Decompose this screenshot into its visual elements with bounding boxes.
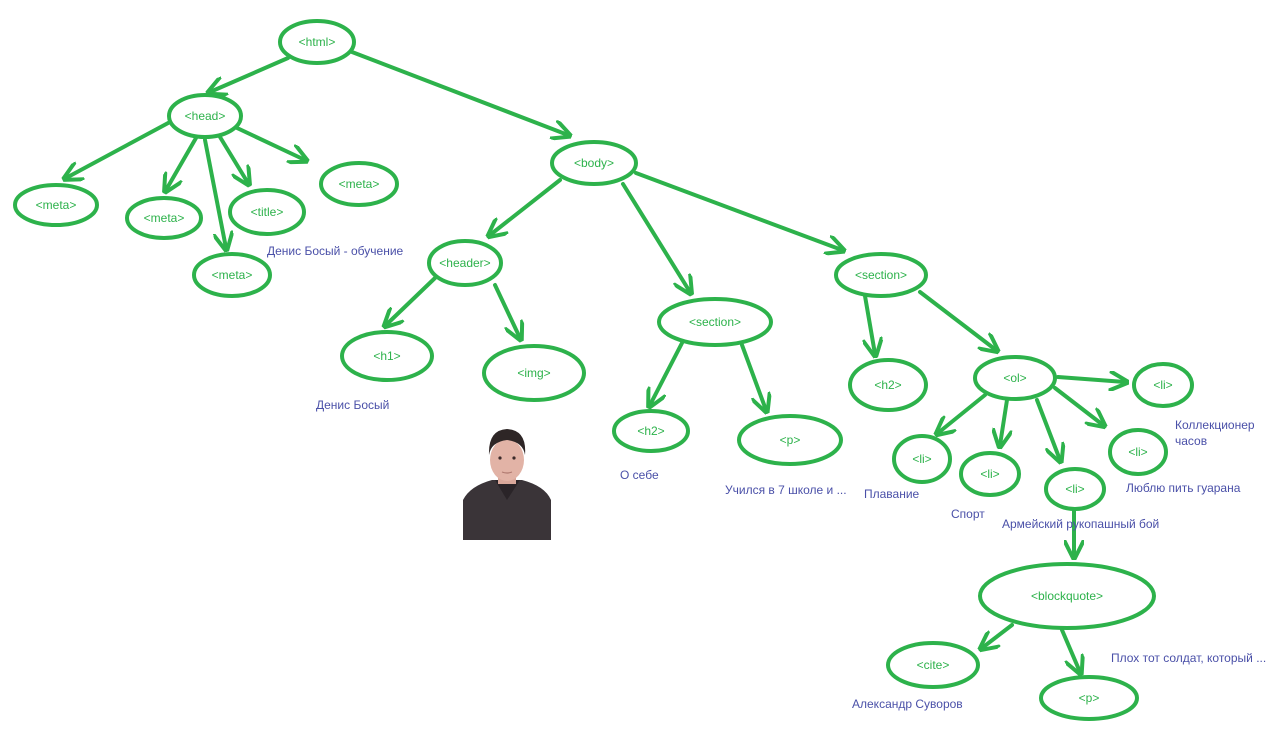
node-label: <section> xyxy=(689,315,741,329)
note-about-h2-text: О себе xyxy=(620,468,659,482)
edge-head-meta1 xyxy=(66,120,172,178)
node-label: <h1> xyxy=(373,349,400,363)
node-img: <img> xyxy=(482,344,586,402)
node-h2-hobby: <h2> xyxy=(848,358,928,412)
edge-head-meta2 xyxy=(166,136,198,190)
note-cite-text: Александр Суворов xyxy=(852,697,963,711)
note-li-watches-text-line2: часов xyxy=(1175,434,1207,448)
edge-section-hobby-h2 xyxy=(865,294,875,354)
node-label: <title> xyxy=(251,205,284,219)
edge-section-about-h2 xyxy=(650,341,684,405)
node-label: <li> xyxy=(1153,378,1172,392)
node-label: <section> xyxy=(855,268,907,282)
edge-body-section-about xyxy=(621,182,690,292)
edge-head-meta4 xyxy=(235,126,305,160)
note-quote-text: Плох тот солдат, который ... xyxy=(1111,651,1266,665)
node-h1: <h1> xyxy=(340,330,434,382)
edge-header-img xyxy=(493,283,520,338)
node-label: <p> xyxy=(780,433,801,447)
node-p-quote: <p> xyxy=(1039,675,1139,721)
node-section-about: <section> xyxy=(657,297,773,347)
node-label: <cite> xyxy=(917,658,950,672)
node-label: <li> xyxy=(1065,482,1084,496)
node-meta-1: <meta> xyxy=(13,183,99,227)
node-label: <header> xyxy=(439,256,490,270)
node-li-watches: <li> xyxy=(1132,362,1194,408)
note-li-sport-text: Спорт xyxy=(951,507,985,521)
node-label: <li> xyxy=(980,467,999,481)
edge-ol-li-sport xyxy=(1000,398,1007,445)
node-meta-4: <meta> xyxy=(319,161,399,207)
node-body: <body> xyxy=(550,140,638,186)
note-li-guarana-text: Люблю пить гуарана xyxy=(1126,481,1241,495)
edge-blockquote-cite xyxy=(982,623,1014,648)
edge-body-section-hobby xyxy=(634,171,842,250)
edge-html-body xyxy=(350,50,568,135)
edge-head-meta3 xyxy=(203,138,226,248)
node-p-about: <p> xyxy=(737,414,843,466)
node-label: <img> xyxy=(517,366,550,380)
portrait-photo xyxy=(463,427,551,540)
node-label: <h2> xyxy=(637,424,664,438)
notes: Денис Босый - обучение Денис Босый О себ… xyxy=(267,244,1266,711)
node-header: <header> xyxy=(427,239,503,287)
node-blockquote: <blockquote> xyxy=(978,562,1156,630)
edge-ol-li-swimming xyxy=(938,393,987,433)
edge-header-h1 xyxy=(386,276,437,325)
note-about-p-text: Учился в 7 школе и ... xyxy=(725,483,847,497)
node-meta-3: <meta> xyxy=(192,252,272,298)
node-label: <blockquote> xyxy=(1031,589,1103,603)
node-title: <title> xyxy=(228,188,306,236)
node-label: <head> xyxy=(185,109,226,123)
node-h2-about: <h2> xyxy=(612,409,690,453)
edge-ol-li-army xyxy=(1035,398,1060,460)
node-head: <head> xyxy=(167,93,243,139)
node-ol: <ol> xyxy=(973,355,1057,401)
node-label: <meta> xyxy=(212,268,253,282)
node-label: <p> xyxy=(1079,691,1100,705)
node-label: <body> xyxy=(574,156,614,170)
edges xyxy=(66,50,1125,672)
node-label: <html> xyxy=(299,35,336,49)
note-li-swimming-text: Плавание xyxy=(864,487,920,501)
node-label: <li> xyxy=(912,452,931,466)
node-label: <li> xyxy=(1128,445,1147,459)
edge-body-header xyxy=(490,178,562,235)
node-li-guarana: <li> xyxy=(1108,428,1168,476)
edge-blockquote-p xyxy=(1060,628,1080,672)
node-meta-2: <meta> xyxy=(125,196,203,240)
edge-ol-li-watches xyxy=(1056,377,1125,382)
note-li-army-text: Армейский рукопашный бой xyxy=(1002,517,1159,531)
node-label: <meta> xyxy=(36,198,77,212)
edge-section-hobby-ol xyxy=(918,290,996,350)
node-label: <meta> xyxy=(339,177,380,191)
node-label: <ol> xyxy=(1003,371,1026,385)
edge-html-head xyxy=(210,56,290,92)
note-h1-text: Денис Босый xyxy=(316,398,389,412)
edge-ol-li-guarana xyxy=(1053,386,1103,425)
node-li-swimming: <li> xyxy=(892,434,952,484)
node-li-army: <li> xyxy=(1044,467,1106,511)
edge-head-title xyxy=(218,135,248,183)
note-li-watches-text-line1: Коллекционер xyxy=(1175,418,1255,432)
edge-section-about-p xyxy=(740,343,766,410)
note-title-text: Денис Босый - обучение xyxy=(267,244,404,258)
node-html: <html> xyxy=(278,19,356,65)
node-label: <meta> xyxy=(144,211,185,225)
node-li-sport: <li> xyxy=(959,451,1021,497)
node-section-hobby: <section> xyxy=(834,252,928,298)
node-label: <h2> xyxy=(874,378,901,392)
node-cite: <cite> xyxy=(886,641,980,689)
